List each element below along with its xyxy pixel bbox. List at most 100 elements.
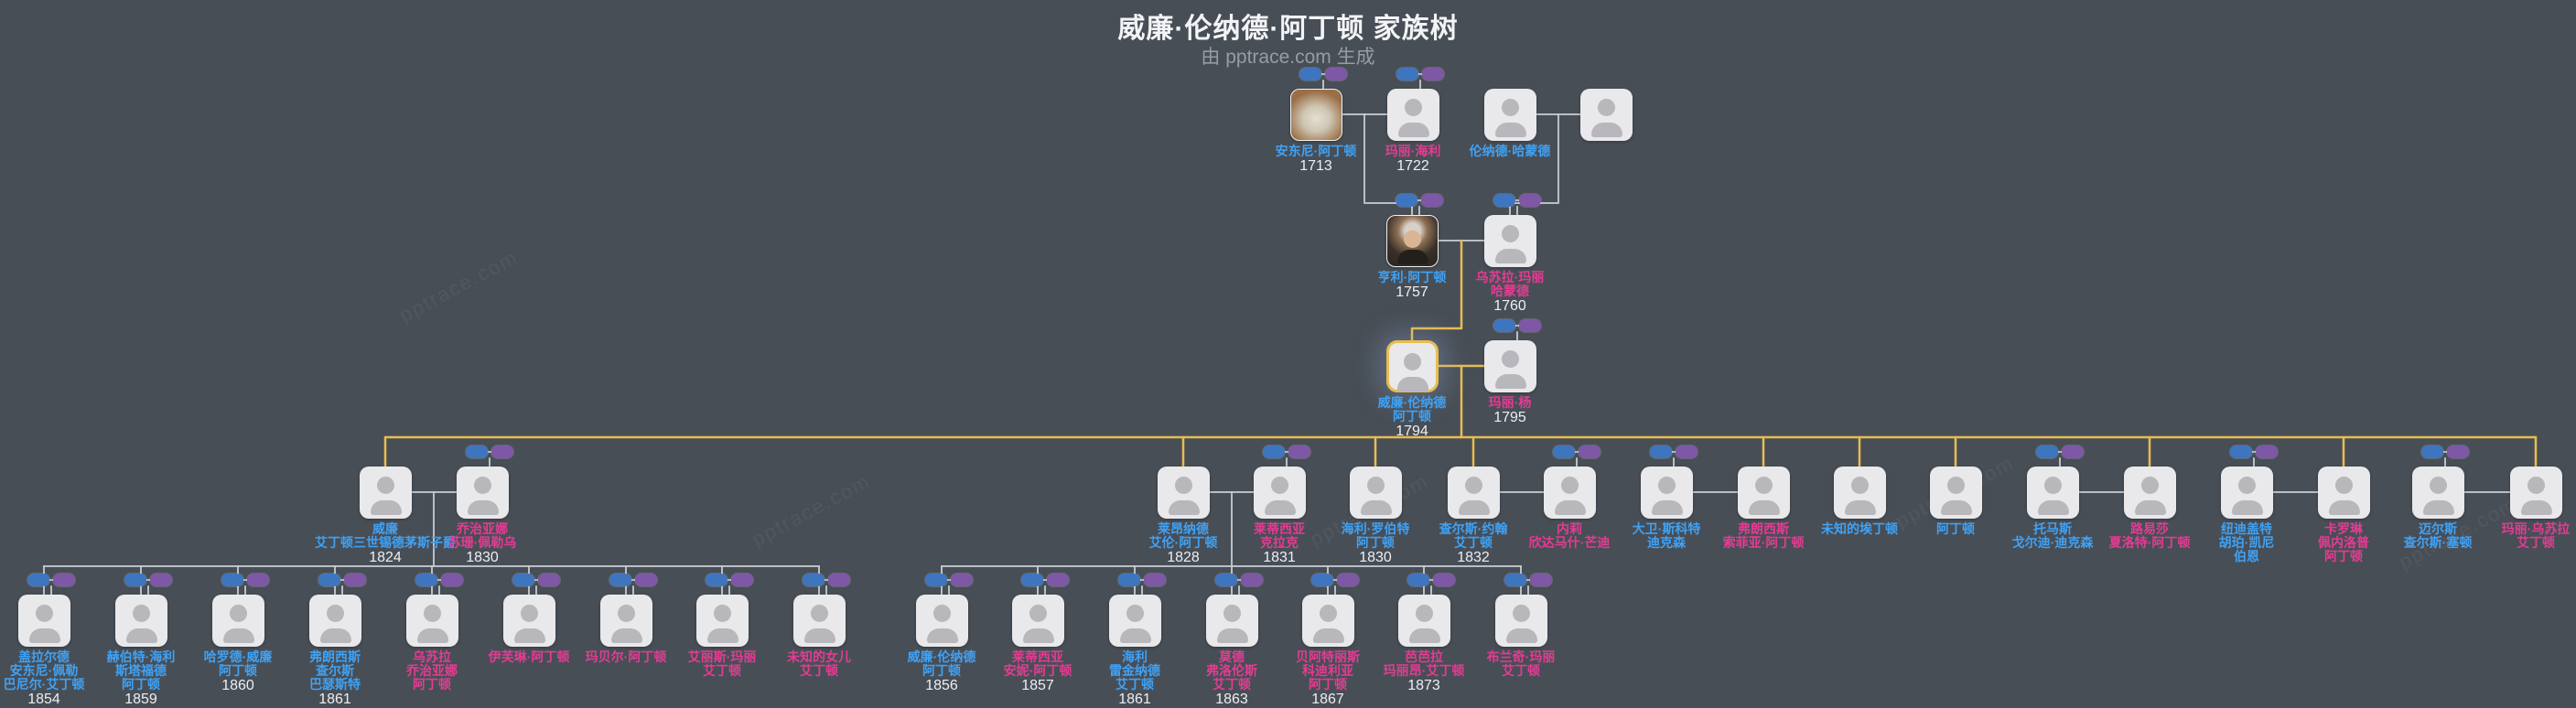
- person-card-francis-charles[interactable]: [309, 595, 361, 647]
- add-father-chip[interactable]: [1118, 574, 1140, 586]
- add-father-chip[interactable]: [1215, 574, 1237, 586]
- person-card-gerald[interactable]: [18, 595, 70, 647]
- add-father-chip[interactable]: [221, 574, 243, 586]
- add-mother-chip[interactable]: [1433, 574, 1455, 586]
- person-card-blanche-mary[interactable]: [1495, 595, 1547, 647]
- person-card-letitia-anne[interactable]: [1012, 595, 1064, 647]
- person-card-healey-reginald[interactable]: [1109, 595, 1161, 647]
- person-card-william-leonard[interactable]: [1386, 340, 1439, 392]
- add-father-chip[interactable]: [318, 574, 340, 586]
- add-father-chip[interactable]: [2230, 445, 2252, 458]
- add-father-chip[interactable]: [925, 574, 947, 586]
- person-card-herbert[interactable]: [115, 595, 167, 647]
- add-father-chip[interactable]: [803, 574, 825, 586]
- add-father-chip[interactable]: [2421, 445, 2443, 458]
- add-mother-chip[interactable]: [247, 574, 269, 586]
- add-mother-chip[interactable]: [1144, 574, 1166, 586]
- person-card-anthony[interactable]: [1290, 89, 1342, 141]
- person-card-addington[interactable]: [1930, 467, 1982, 519]
- person-card-ursula-hammond[interactable]: [1484, 215, 1536, 267]
- person-card-alice-mary[interactable]: [696, 595, 749, 647]
- birth-year: 1861: [318, 692, 351, 707]
- person-card-david-scott[interactable]: [1641, 467, 1693, 519]
- add-mother-chip[interactable]: [951, 574, 973, 586]
- add-mother-chip[interactable]: [635, 574, 657, 586]
- person-name: 查尔斯·塞顿: [2403, 535, 2473, 550]
- person-card-unknown-daughter[interactable]: [793, 595, 846, 647]
- add-mother-chip[interactable]: [1241, 574, 1263, 586]
- add-father-chip[interactable]: [27, 574, 49, 586]
- person-card-barbara-marion[interactable]: [1398, 595, 1450, 647]
- add-mother-chip[interactable]: [2447, 445, 2469, 458]
- add-mother-chip[interactable]: [53, 574, 75, 586]
- person-card-charles-john[interactable]: [1448, 467, 1500, 519]
- person-card-mary-healey[interactable]: [1387, 89, 1439, 141]
- add-father-chip[interactable]: [1021, 574, 1043, 586]
- person-card-william-leonard-jr[interactable]: [916, 595, 968, 647]
- add-father-chip[interactable]: [1493, 194, 1515, 207]
- add-mother-chip[interactable]: [2256, 445, 2278, 458]
- person-card-louisa-charlotte[interactable]: [2124, 467, 2176, 519]
- person-card-evelyn[interactable]: [503, 595, 555, 647]
- person-card-harold[interactable]: [212, 595, 264, 647]
- person-card-caroline-penelope[interactable]: [2318, 467, 2370, 519]
- add-mother-chip[interactable]: [1530, 574, 1552, 586]
- person-card-nelly[interactable]: [1544, 467, 1596, 519]
- add-father-chip[interactable]: [1553, 445, 1575, 458]
- person-card-mabel[interactable]: [600, 595, 652, 647]
- avatar-body: [1494, 374, 1526, 389]
- person-card-william-3rd[interactable]: [360, 467, 412, 519]
- add-father-chip[interactable]: [1650, 445, 1672, 458]
- add-mother-chip[interactable]: [1421, 194, 1443, 207]
- add-father-chip[interactable]: [415, 574, 437, 586]
- person-card-maud-florence[interactable]: [1206, 595, 1258, 647]
- add-father-chip[interactable]: [1493, 319, 1515, 332]
- add-mother-chip[interactable]: [538, 574, 560, 586]
- person-card-henry[interactable]: [1386, 215, 1439, 267]
- add-mother-chip[interactable]: [1325, 68, 1347, 80]
- add-mother-chip[interactable]: [731, 574, 753, 586]
- add-father-chip[interactable]: [1299, 68, 1321, 80]
- person-card-myles-charles[interactable]: [2412, 467, 2464, 519]
- add-mother-chip[interactable]: [1422, 68, 1444, 80]
- add-mother-chip[interactable]: [1579, 445, 1601, 458]
- add-father-chip[interactable]: [1263, 445, 1285, 458]
- add-father-chip[interactable]: [2036, 445, 2058, 458]
- person-card-letitia-clark[interactable]: [1254, 467, 1306, 519]
- add-mother-chip[interactable]: [2062, 445, 2084, 458]
- person-card-healey-robert[interactable]: [1350, 467, 1402, 519]
- person-card-thomas-goldie[interactable]: [2027, 467, 2079, 519]
- add-mother-chip[interactable]: [1337, 574, 1359, 586]
- add-father-chip[interactable]: [1396, 194, 1417, 207]
- add-mother-chip[interactable]: [491, 445, 513, 458]
- add-father-chip[interactable]: [512, 574, 534, 586]
- add-mother-chip[interactable]: [344, 574, 366, 586]
- add-mother-chip[interactable]: [1519, 194, 1541, 207]
- person-card-georgiana[interactable]: [457, 467, 509, 519]
- add-father-chip[interactable]: [124, 574, 146, 586]
- add-mother-chip[interactable]: [1519, 319, 1541, 332]
- add-mother-chip[interactable]: [828, 574, 850, 586]
- add-father-chip[interactable]: [706, 574, 728, 586]
- person-card-mary-ursula[interactable]: [2510, 467, 2562, 519]
- add-father-chip[interactable]: [1311, 574, 1333, 586]
- person-card-leonard-hammond[interactable]: [1484, 89, 1536, 141]
- person-card-beatrice-cordelia[interactable]: [1302, 595, 1354, 647]
- add-mother-chip[interactable]: [1288, 445, 1310, 458]
- add-mother-chip[interactable]: [1676, 445, 1698, 458]
- add-father-chip[interactable]: [1504, 574, 1526, 586]
- add-father-chip[interactable]: [609, 574, 631, 586]
- add-father-chip[interactable]: [466, 445, 488, 458]
- person-card-ursula-georgiana[interactable]: [406, 595, 458, 647]
- person-card-frances-sophia[interactable]: [1738, 467, 1790, 519]
- add-mother-chip[interactable]: [441, 574, 463, 586]
- person-card-leonard-allen[interactable]: [1158, 467, 1210, 519]
- add-mother-chip[interactable]: [150, 574, 172, 586]
- add-father-chip[interactable]: [1407, 574, 1429, 586]
- person-card-unknown-addington[interactable]: [1834, 467, 1886, 519]
- add-father-chip[interactable]: [1396, 68, 1418, 80]
- add-mother-chip[interactable]: [1047, 574, 1069, 586]
- person-card-newdigate[interactable]: [2221, 467, 2273, 519]
- person-card-mary-young[interactable]: [1484, 340, 1536, 392]
- person-card-unknown-spouse[interactable]: [1580, 89, 1633, 141]
